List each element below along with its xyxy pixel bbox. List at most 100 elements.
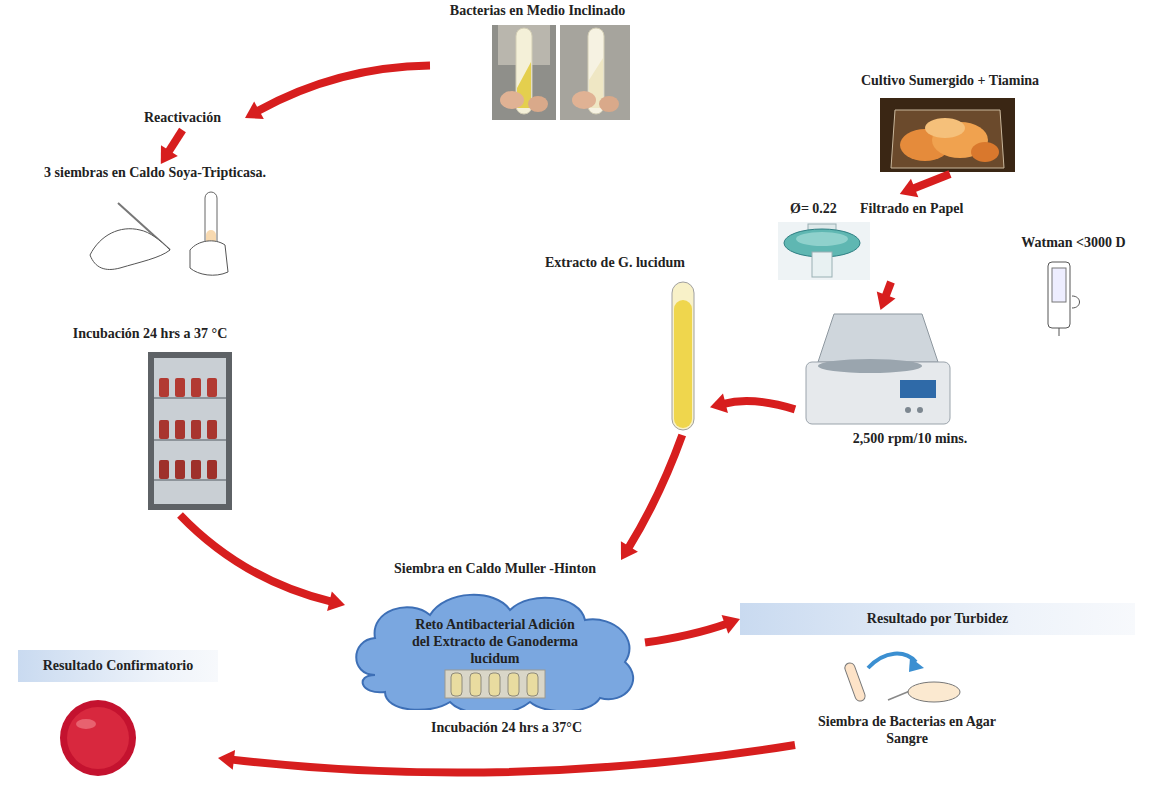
blood-agar — [67, 707, 129, 769]
step-label: Reactivación — [120, 106, 245, 130]
step-picture: Cultivo Sumergido + Tiamina — [810, 70, 1090, 174]
incubator-body — [148, 352, 232, 510]
arrow-head — [722, 615, 740, 634]
step-caption: Cultivo Sumergido + Tiamina — [810, 72, 1090, 90]
display — [900, 380, 936, 398]
cloud-shape — [356, 595, 633, 710]
tube — [843, 661, 866, 702]
step-picture: Watman <3000 D — [995, 232, 1152, 340]
finger — [599, 96, 619, 112]
finger — [500, 91, 524, 109]
tube — [1048, 262, 1070, 328]
flow-arrow — [710, 394, 795, 413]
flow-arrow — [621, 435, 682, 560]
step-picture: Siembra de Bacterias en Agar Sangre — [795, 655, 1020, 755]
syringe-filter-photo — [778, 222, 870, 280]
result-band: Resultado Confirmatorio — [18, 650, 218, 682]
flow-arrow — [180, 515, 345, 611]
arrow-shaft — [885, 282, 891, 297]
step-caption: Watman <3000 D — [995, 234, 1152, 252]
arrow-shaft — [180, 515, 331, 602]
step-picture: 3 siembras en Caldo Soya-Tripticasa. — [10, 164, 300, 279]
filter-outlet — [812, 252, 832, 277]
step-caption: Filtrado en Papel — [860, 200, 988, 218]
slant-tube-photo — [492, 25, 630, 120]
step-picture: Incubación 24 hrs a 37 °C — [50, 325, 250, 515]
arrow-head — [900, 179, 919, 198]
bottle — [159, 378, 169, 397]
petri-dish — [908, 682, 960, 702]
mycelium — [971, 142, 999, 162]
arrow-shaft — [913, 174, 950, 189]
ultrafilter-tube-drawing — [1048, 262, 1080, 336]
agar-streak-drawing — [843, 654, 960, 703]
petri-dish — [60, 700, 136, 776]
tube — [672, 282, 694, 430]
tube-tip — [1059, 328, 1060, 336]
step-picture: Bacterias en Medio Inclinado — [430, 2, 645, 124]
shelf — [154, 439, 226, 441]
extract — [674, 300, 692, 428]
arrow-head — [621, 541, 638, 560]
bottle — [175, 460, 185, 479]
arrow-shaft — [168, 130, 182, 152]
centrifuge-lid — [818, 314, 938, 362]
pore-size: Ø= 0.22 — [790, 200, 852, 218]
cloud-heading: Siembra en Caldo Muller -Hinton — [365, 560, 625, 578]
arrow-head — [161, 145, 178, 164]
bottle — [191, 378, 201, 397]
flow-arrow — [645, 615, 740, 643]
inoculation-drawing — [90, 192, 228, 275]
flow-arrow — [877, 282, 896, 310]
bottle — [207, 420, 217, 439]
incubator-inside — [154, 358, 226, 504]
jar — [891, 110, 1004, 168]
step-picture: Filtrado en Papel Ø= 0.22 — [770, 194, 990, 282]
flow-arrow — [161, 130, 183, 164]
arrow-head — [245, 101, 264, 118]
highlight — [76, 719, 96, 729]
step-caption: Bacterias en Medio Inclinado — [430, 2, 645, 20]
bottle — [159, 420, 169, 439]
submerged-culture-photo — [880, 98, 1015, 172]
transfer-arrow — [868, 654, 916, 668]
broth-tube — [508, 673, 519, 696]
rotor — [818, 359, 922, 373]
broth-tube — [451, 673, 462, 696]
band-title: Resultado Confirmatorio — [18, 657, 218, 675]
result-panel: Resultado Confirmatorio — [18, 650, 218, 785]
broth-tube — [527, 673, 538, 696]
arrow-head — [710, 394, 728, 413]
transfer-arrow-head — [909, 657, 924, 672]
hand — [90, 229, 170, 270]
broth-tube — [489, 673, 500, 696]
arrow-head — [877, 292, 896, 310]
arrow-shaft — [232, 745, 795, 773]
band-title: Resultado por Turbidez — [740, 610, 1135, 628]
bottle — [175, 420, 185, 439]
photo-ground — [560, 25, 630, 120]
step-picture: Extracto de G. lucidum — [525, 250, 710, 435]
tube-rack-photo — [445, 670, 545, 698]
arrow-shaft — [257, 65, 430, 111]
bottle — [207, 460, 217, 479]
button — [905, 407, 911, 413]
finger — [572, 91, 596, 109]
incubator-photo — [148, 352, 232, 510]
result-band: Resultado por Turbidez — [740, 603, 1135, 635]
broth-tube — [470, 673, 481, 696]
step-caption: Incubación 24 hrs a 37 °C — [50, 325, 250, 343]
step-caption: 2,500 rpm/10 mins. — [835, 430, 985, 448]
hand — [190, 241, 228, 275]
arrow-shaft — [645, 624, 727, 643]
blood-agar-plate — [60, 700, 136, 776]
filter-disc — [796, 232, 848, 246]
step-caption: 3 siembras en Caldo Soya-Tripticasa. — [10, 164, 300, 182]
arrow-shaft — [724, 401, 795, 409]
bottle — [159, 460, 169, 479]
mycelium — [925, 118, 965, 138]
flow-arrow — [245, 65, 430, 119]
centrifuge-picture — [806, 314, 950, 424]
photo-ground — [778, 222, 870, 280]
